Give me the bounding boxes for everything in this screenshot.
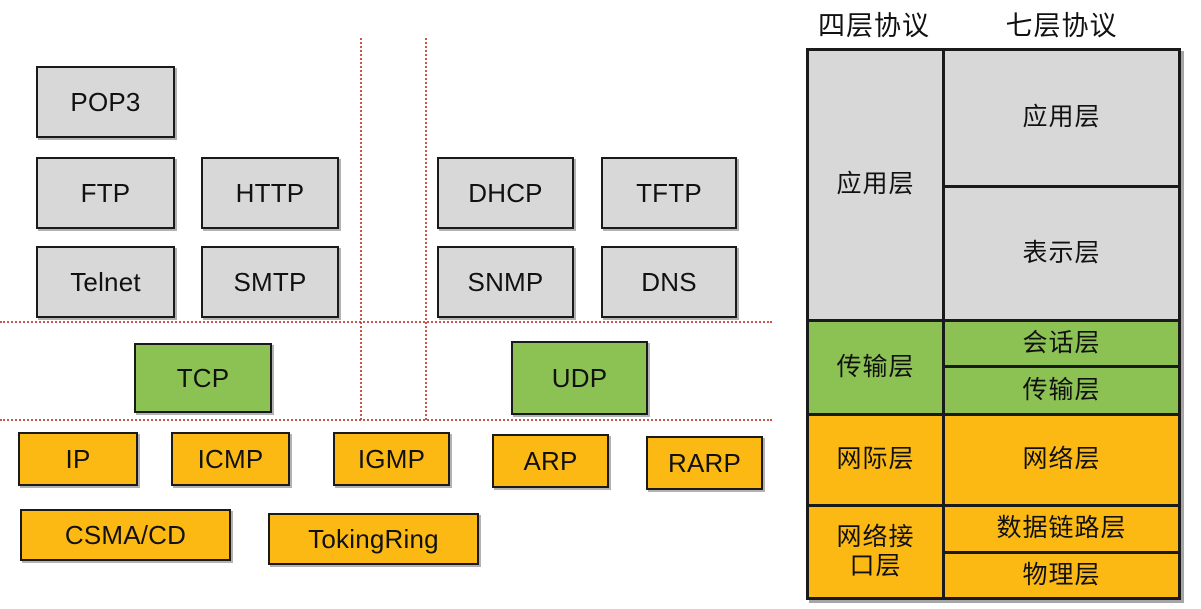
layer-divider-horizontal-2	[0, 419, 772, 421]
seven-layer-cell-3: 会话层	[945, 319, 1178, 365]
protocol-box-tftp: TFTP	[601, 157, 737, 229]
protocol-box-dns: DNS	[601, 246, 737, 318]
seven-layer-cell-1: 应用层	[945, 51, 1178, 185]
four-layer-cell-1: 应用层	[809, 51, 942, 319]
four-layer-cell-2: 传输层	[809, 319, 942, 413]
layer-divider-vertical-1	[360, 38, 362, 420]
protocol-box-tokingring: TokingRing	[268, 513, 479, 565]
seven-layer-cell-2: 表示层	[945, 185, 1178, 319]
protocol-box-rarp: RARP	[646, 436, 763, 490]
seven-layer-cell-7: 物理层	[945, 551, 1178, 597]
layer-divider-vertical-2	[425, 38, 427, 420]
four-layer-column: 应用层传输层网际层网络接口层	[809, 51, 945, 597]
protocol-box-smtp: SMTP	[201, 246, 339, 318]
seven-layer-column-header: 七层协议	[1005, 11, 1118, 41]
protocol-box-ftp: FTP	[36, 157, 175, 229]
protocol-box-tcp: TCP	[134, 343, 272, 413]
protocol-box-dhcp: DHCP	[437, 157, 574, 229]
protocol-box-udp: UDP	[511, 341, 648, 415]
layer-comparison-table: 应用层传输层网际层网络接口层 应用层表示层会话层传输层网络层数据链路层物理层	[806, 48, 1181, 600]
four-layer-column-header: 四层协议	[818, 11, 930, 41]
layer-divider-horizontal-1	[0, 321, 772, 323]
protocol-box-igmp: IGMP	[333, 432, 450, 486]
protocol-box-arp: ARP	[492, 434, 609, 488]
protocol-box-telnet: Telnet	[36, 246, 175, 318]
seven-layer-column: 应用层表示层会话层传输层网络层数据链路层物理层	[945, 51, 1178, 597]
protocol-box-csma-cd: CSMA/CD	[20, 509, 231, 561]
protocol-box-snmp: SNMP	[437, 246, 574, 318]
four-layer-cell-3: 网际层	[809, 413, 942, 504]
protocol-box-http: HTTP	[201, 157, 339, 229]
protocol-box-pop3: POP3	[36, 66, 175, 138]
seven-layer-cell-6: 数据链路层	[945, 504, 1178, 551]
seven-layer-cell-5: 网络层	[945, 413, 1178, 504]
four-layer-cell-4: 网络接口层	[809, 504, 942, 597]
seven-layer-cell-4: 传输层	[945, 365, 1178, 413]
protocol-box-icmp: ICMP	[171, 432, 290, 486]
protocol-box-ip: IP	[18, 432, 138, 486]
